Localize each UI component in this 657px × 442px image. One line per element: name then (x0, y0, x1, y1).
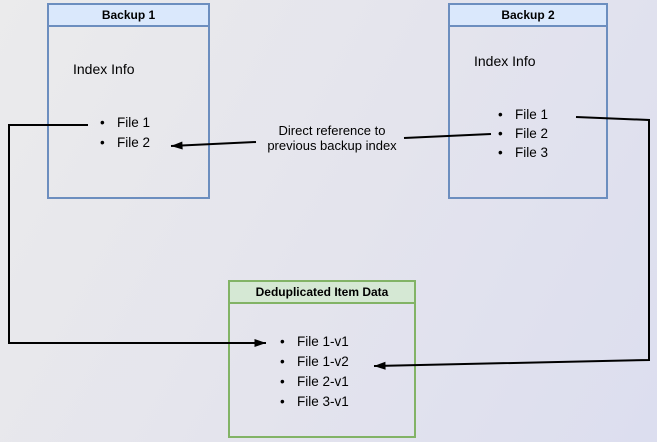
list-item: • File 3 (498, 143, 548, 162)
bullet-icon: • (280, 394, 285, 409)
backup2-title: Backup 2 (450, 5, 606, 27)
list-item: • File 2 (100, 133, 150, 153)
list-item: • File 1-v2 (280, 352, 349, 372)
backup1-title: Backup 1 (49, 5, 208, 27)
list-item: • File 1 (498, 105, 548, 124)
list-item: • File 2-v1 (280, 372, 349, 392)
file-label: File 2 (117, 135, 151, 150)
list-item: • File 1 (100, 113, 150, 133)
edge-label-line2: previous backup index (267, 138, 397, 153)
backup2-index-info-label: Index Info (474, 53, 536, 69)
bullet-icon: • (498, 126, 503, 141)
bullet-icon: • (498, 107, 503, 122)
file-label: File 2 (515, 126, 549, 141)
backup1-file-list: • File 1 • File 2 (100, 113, 150, 153)
bullet-icon: • (280, 374, 285, 389)
direct-reference-edge-label: Direct reference to previous backup inde… (246, 123, 418, 153)
file-label: File 2-v1 (297, 374, 349, 389)
bullet-icon: • (100, 135, 105, 150)
bullet-icon: • (280, 354, 285, 369)
bullet-icon: • (498, 145, 503, 160)
file-label: File 1-v1 (297, 334, 349, 349)
file-label: File 3-v1 (297, 394, 349, 409)
deduplicated-item-data-box: Deduplicated Item Data • File 1-v1 • File … (228, 280, 416, 438)
list-item: • File 2 (498, 124, 548, 143)
backup1-box: Backup 1 Index Info • File 1 • File 2 (47, 3, 210, 199)
dedup-file-list: • File 1-v1 • File 1-v2 • File 2-v1 • File 3… (280, 332, 349, 412)
backup2-box: Backup 2 Index Info • File 1 • File 2 • Fil… (448, 3, 608, 199)
backup2-file-list: • File 1 • File 2 • File 3 (498, 105, 548, 162)
file-label: File 3 (515, 145, 549, 160)
list-item: • File 1-v1 (280, 332, 349, 352)
file-label: File 1 (515, 107, 549, 122)
dedup-title: Deduplicated Item Data (230, 282, 414, 304)
backup1-index-info-label: Index Info (73, 61, 135, 77)
file-label: File 1 (117, 115, 151, 130)
bullet-icon: • (100, 115, 105, 130)
edge-label-line1: Direct reference to (278, 123, 386, 138)
bullet-icon: • (280, 334, 285, 349)
list-item: • File 3-v1 (280, 392, 349, 412)
file-label: File 1-v2 (297, 354, 349, 369)
